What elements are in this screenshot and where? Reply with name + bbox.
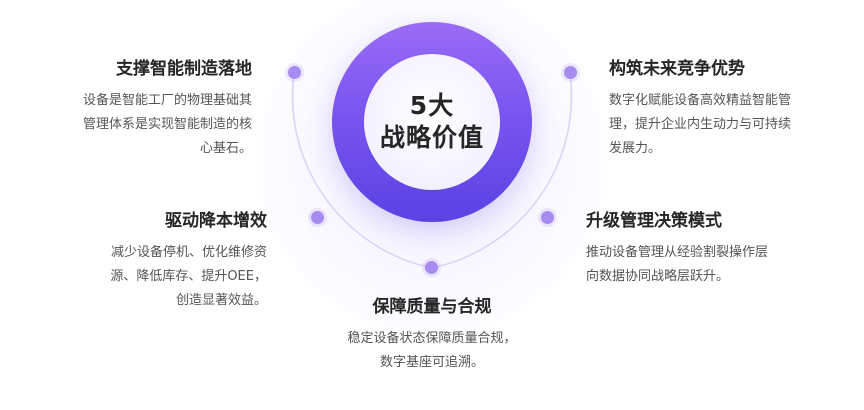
orbit-dot-top-right [564,66,577,79]
strategy-description: 稳定设备状态保障质量合规， 数字基座可追溯。 [312,327,552,375]
description-line: 心基石。 [199,141,252,156]
description-line: 理，提升企业内生动力与可持续 [609,117,792,132]
center-label-line-1: 5大 [409,91,455,120]
description-line: 数字基座可追溯。 [379,355,484,370]
orbit-arc-left [291,72,433,269]
strategy-title: 支撑智能制造落地 [116,59,252,79]
orbit-dot-top-left [288,66,301,79]
description-line: 发展力。 [609,141,662,156]
description-line: 设备是智能工厂的物理基础其 [82,93,252,108]
strategy-block-quality-compliance: 保障质量与合规 稳定设备状态保障质量合规， 数字基座可追溯。 [312,295,552,375]
strategy-block-smart-manufacturing: 支撑智能制造落地 设备是智能工厂的物理基础其 管理体系是实现智能制造的核 心基石… [30,57,252,161]
strategy-title: 构筑未来竞争优势 [609,59,745,79]
center-label-line-2: 战略价值 [379,123,484,152]
description-line: 稳定设备状态保障质量合规， [347,331,517,346]
strategy-description: 推动设备管理从经验割裂操作层 向数据协同战略层跃升。 [586,241,826,289]
strategy-title: 保障质量与合规 [372,297,492,317]
description-line: 管理体系是实现智能制造的核 [82,117,252,132]
description-line: 创造显著效益。 [175,293,267,308]
strategy-description: 数字化赋能设备高效精益智能管 理，提升企业内生动力与可持续 发展力。 [609,89,841,161]
description-line: 数字化赋能设备高效精益智能管 [609,93,792,108]
orbit-dot-bottom [425,261,438,274]
strategy-block-decision-mode: 升级管理决策模式 推动设备管理从经验割裂操作层 向数据协同战略层跃升。 [586,209,826,289]
center-label: 5大 战略价值 [364,54,500,190]
orbit-arc-right [431,72,573,269]
strategy-description: 减少设备停机、优化维修资 源、降低库存、提升OEE， 创造显著效益。 [62,241,267,313]
description-line: 减少设备停机、优化维修资 [110,245,267,260]
strategy-title: 驱动降本增效 [165,211,267,231]
description-line: 源、降低库存、提升OEE， [110,269,267,284]
orbit-dot-mid-left [311,211,324,224]
strategy-title: 升级管理决策模式 [586,211,722,231]
strategy-block-cost-efficiency: 驱动降本增效 减少设备停机、优化维修资 源、降低库存、提升OEE， 创造显著效益… [62,209,267,313]
strategy-description: 设备是智能工厂的物理基础其 管理体系是实现智能制造的核 心基石。 [30,89,252,161]
orbit-dot-mid-right [541,211,554,224]
description-line: 向数据协同战略层跃升。 [586,269,730,284]
strategy-block-competitive-advantage: 构筑未来竞争优势 数字化赋能设备高效精益智能管 理，提升企业内生动力与可持续 发… [609,57,841,161]
description-line: 推动设备管理从经验割裂操作层 [586,245,769,260]
